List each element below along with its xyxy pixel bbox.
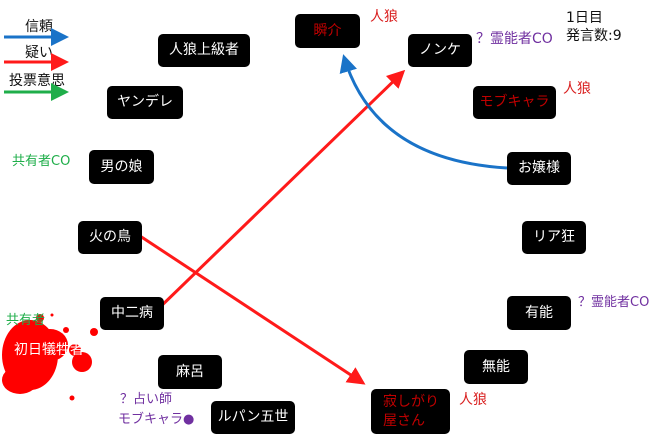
node-yandere[interactable]: ヤンデレ bbox=[107, 86, 183, 119]
node-shunsuke[interactable]: 瞬介 bbox=[295, 14, 360, 48]
legend-vote-label: 投票意思 bbox=[9, 73, 65, 89]
doubt-arrow-chuni-nonke bbox=[153, 69, 406, 314]
legend-trust-label: 信頼 bbox=[25, 19, 53, 35]
maro-note-result: モブキャラ● bbox=[118, 412, 195, 427]
nonke-co-label: ？霊能者CO bbox=[476, 31, 553, 47]
mob-role-label: 人狼 bbox=[563, 81, 591, 97]
node-sabishigari-line1: 寂しがり bbox=[383, 394, 439, 411]
node-yuno[interactable]: 有能 bbox=[507, 296, 571, 330]
otoko-co-label: 共有者CO bbox=[12, 154, 71, 169]
node-muno[interactable]: 無能 bbox=[464, 350, 528, 384]
sabishigari-role-label: 人狼 bbox=[459, 392, 487, 408]
node-nonke[interactable]: ノンケ bbox=[408, 34, 472, 67]
shunsuke-role-label: 人狼 bbox=[370, 9, 398, 25]
legend-doubt-label: 疑い bbox=[25, 45, 53, 61]
node-sabishigari[interactable]: 寂しがり 屋さん bbox=[371, 389, 450, 434]
node-maro[interactable]: 麻呂 bbox=[158, 355, 222, 389]
node-otoko-no-ko[interactable]: 男の娘 bbox=[89, 150, 154, 184]
node-lupin[interactable]: ルパン五世 bbox=[211, 401, 295, 434]
node-mob[interactable]: モブキャラ bbox=[473, 86, 556, 119]
node-hinotori[interactable]: 火の鳥 bbox=[78, 221, 142, 254]
node-riakyo[interactable]: リア狂 bbox=[522, 221, 586, 254]
victim-role-label: 共有者 bbox=[6, 313, 46, 328]
post-count-label: 発言数:9 bbox=[566, 28, 622, 44]
maro-note-seer: ？占い師 bbox=[120, 392, 173, 407]
day-label: 1日目 bbox=[566, 10, 603, 26]
yuno-co-label: ？霊能者CO bbox=[578, 295, 650, 310]
node-victim[interactable]: 初日犠牲者 bbox=[14, 342, 84, 359]
node-sabishigari-line2: 屋さん bbox=[383, 412, 425, 429]
node-chuni[interactable]: 中二病 bbox=[100, 297, 164, 330]
node-ojousama[interactable]: お嬢様 bbox=[507, 152, 571, 185]
blood-splat-icon bbox=[2, 313, 98, 401]
node-jinro-jokyu[interactable]: 人狼上級者 bbox=[158, 34, 250, 67]
